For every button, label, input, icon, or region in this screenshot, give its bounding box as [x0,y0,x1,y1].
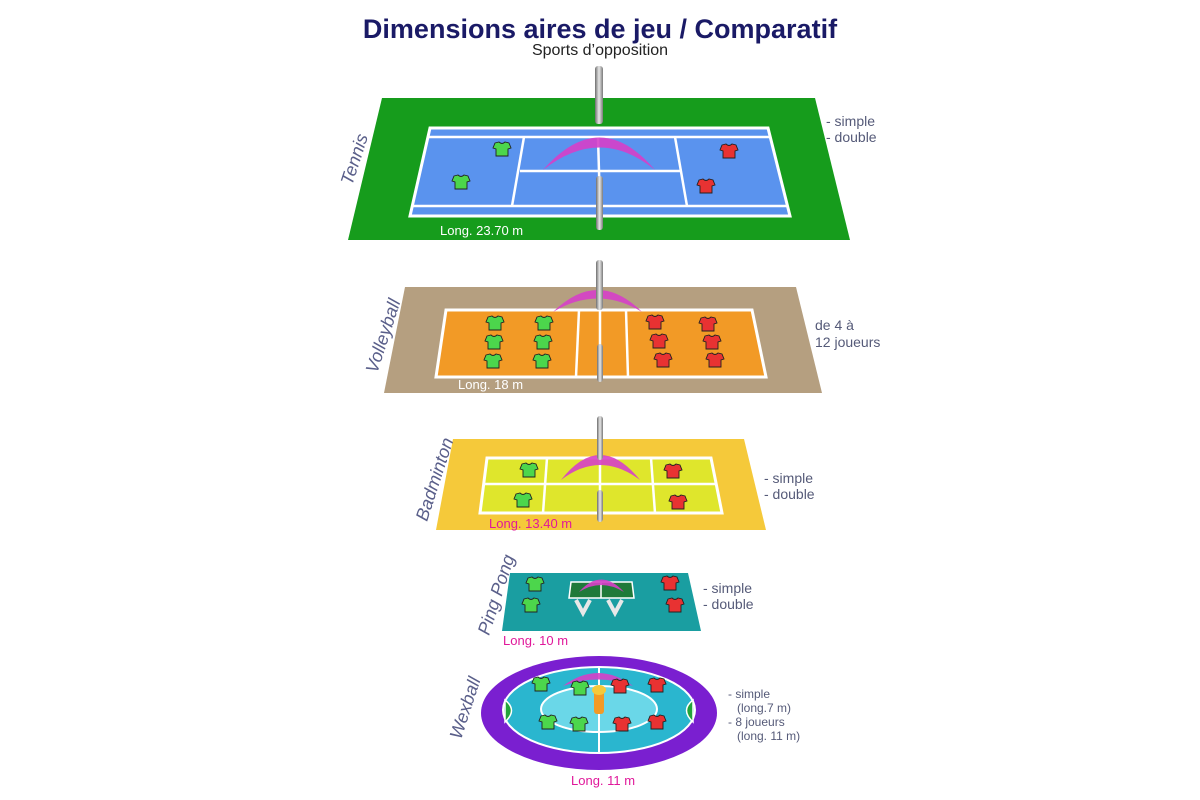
player-shirt-icon [569,716,589,732]
player-shirt-icon [702,334,722,350]
player-shirt-icon [485,315,505,331]
player-shirt-icon [534,315,554,331]
player-shirt-icon [705,352,725,368]
wexball-note: - simple [728,687,770,701]
player-shirt-icon [696,178,716,194]
pingpong-note: - simple [703,580,752,596]
wexball-note: - 8 joueurs [728,715,785,729]
player-shirt-icon [483,353,503,369]
volleyball-net-pole-top [596,260,603,310]
player-shirt-icon [570,680,590,696]
pingpong-table-legs [574,599,624,618]
player-shirt-icon [451,174,471,190]
player-shirt-icon [519,462,539,478]
player-shirt-icon [719,143,739,159]
wexball-note: (long. 11 m) [737,729,800,743]
badminton-section: Badminton Long. 13.40 m - simple - doubl… [412,416,815,531]
wexball-center-post-top [592,685,606,695]
player-shirt-icon [531,676,551,692]
wexball-goal-right [685,698,694,724]
player-shirt-icon [484,334,504,350]
player-shirt-icon [645,314,665,330]
tennis-court-lines [413,135,788,208]
badminton-note: - simple [764,470,813,486]
wexball-center-post [594,690,604,714]
tennis-net-pole-bottom [596,176,603,230]
player-shirt-icon [610,678,630,694]
pingpong-note: - double [703,596,754,612]
badminton-ball-arc [561,455,640,480]
tennis-section: Tennis Long. 23.70 m - simple - double [337,66,877,240]
volleyball-ball-arc [553,290,642,312]
player-shirt-icon [525,576,545,592]
wexball-section: Wexball Long. 11 m - simple (long.7 m) -… [446,656,800,788]
player-shirt-icon [649,333,669,349]
player-shirt-icon [660,575,680,591]
volleyball-section: Volleyball Long. 18 m de 4 à 12 joueurs [362,260,880,393]
badminton-note: - double [764,486,815,502]
tennis-length: Long. 23.70 m [440,223,523,238]
volleyball-note: de 4 à [815,317,854,333]
player-shirt-icon [668,494,688,510]
volleyball-note: 12 joueurs [815,334,880,350]
pingpong-ball-arc [579,579,624,592]
player-shirt-icon [647,714,667,730]
player-shirt-icon [612,716,632,732]
wexball-goal-left [504,698,513,724]
player-shirt-icon [532,353,552,369]
badminton-net-pole-top [597,416,603,460]
wexball-note: (long.7 m) [737,701,791,715]
tennis-ball-arc [543,137,655,170]
tennis-note: - double [826,129,877,145]
badminton-net-pole-bottom [597,490,603,522]
player-shirt-icon [665,597,685,613]
wexball-label: Wexball [446,674,485,742]
wexball-length: Long. 11 m [571,773,635,788]
player-shirt-icon [698,316,718,332]
player-shirt-icon [647,677,667,693]
volleyball-length: Long. 18 m [458,377,523,392]
pingpong-section: Ping Pong Long. 10 m - simple - double [474,552,754,648]
volleyball-net-pole-bottom [597,344,603,382]
badminton-length: Long. 13.40 m [489,516,572,531]
tennis-note: - simple [826,113,875,129]
player-shirt-icon [521,597,541,613]
tennis-net-pole-top [595,66,603,124]
pingpong-length: Long. 10 m [503,633,568,648]
player-shirt-icon [513,492,533,508]
page-title: Dimensions aires de jeu / Comparatif [362,14,838,44]
page-subtitle: Sports d’opposition [531,42,669,59]
player-shirt-icon [533,334,553,350]
player-shirt-icon [492,141,512,157]
pingpong-floor [502,573,701,631]
player-shirt-icon [653,352,673,368]
player-shirt-icon [663,463,683,479]
wexball-ball-arc [563,673,633,686]
player-shirt-icon [538,714,558,730]
